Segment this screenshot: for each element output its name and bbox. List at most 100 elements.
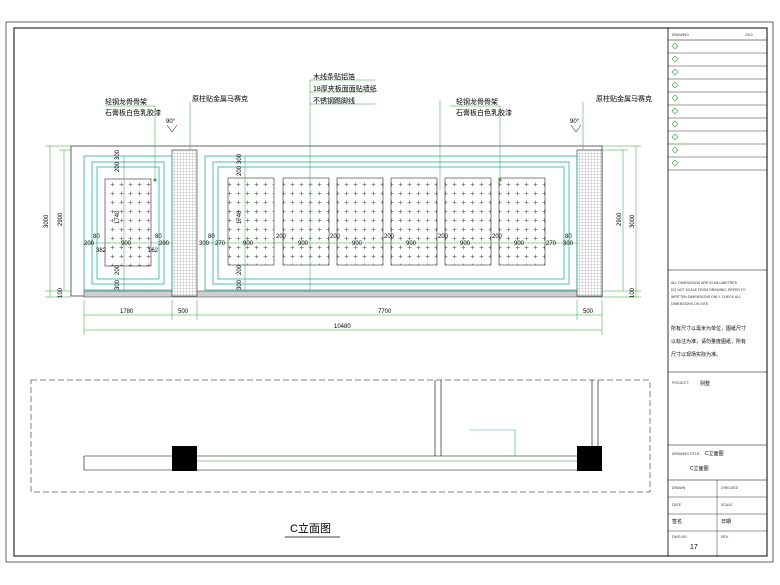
rp-width-900-6: 900 xyxy=(514,241,525,247)
rp-width-900-2: 900 xyxy=(298,241,309,247)
right-panel-inner xyxy=(217,166,565,280)
lp-bottom-300: 300 xyxy=(115,279,121,290)
left-panel-dim-labels: 300 200 1740 80 80 200 200 900 382 162 2… xyxy=(84,149,170,290)
wallpaper-panel-3 xyxy=(336,177,384,266)
callout-center-1: 木线条贴铝箔 xyxy=(313,72,355,81)
rp-side-80b: 80 xyxy=(565,234,572,240)
sheet-number: 17 xyxy=(690,544,698,551)
note-line-1: ALL DIMENSIONS ARE IN MILLIMETRES xyxy=(671,281,738,285)
wallpaper-panel-1 xyxy=(227,177,275,266)
project-label: PROJECT: xyxy=(672,381,689,385)
cn-note-line-1: 所有尺寸以毫米为单位，图纸尺寸 xyxy=(671,325,746,332)
drawing-name: C立面图 xyxy=(690,465,709,472)
rp-gap-200-5: 200 xyxy=(492,234,503,240)
rp-outer-300b: 300 xyxy=(563,241,574,247)
note-line-4: DIMENSIONS ON SITE. xyxy=(671,302,709,306)
rp-top-200: 200 xyxy=(237,165,243,176)
lp-outer-200b: 200 xyxy=(159,241,170,247)
note-line-2: DO NOT SCALE FROM DRAWING. REFER TO xyxy=(671,288,746,292)
left-height-2900: 2900 xyxy=(58,212,64,226)
rp-bottom-300: 300 xyxy=(237,279,243,290)
cn-note-line-2: 以标注为准，请勿量度图纸，所有 xyxy=(671,338,746,345)
rp-top-300: 300 xyxy=(237,153,243,164)
rp-gap-200-3: 200 xyxy=(384,234,395,240)
drawing-title: C立面图 xyxy=(290,521,331,535)
left-panel-outer xyxy=(83,155,173,291)
rp-outer-300: 300 xyxy=(199,241,210,247)
right-height-2900: 2900 xyxy=(617,212,623,226)
field-sign: 签名 xyxy=(672,518,682,525)
right-panel-outer xyxy=(204,155,578,291)
rp-inner-270b: 270 xyxy=(546,241,557,247)
field-dwg-no: DWG NO. xyxy=(672,535,688,539)
field-checked: CHECKED xyxy=(721,486,739,490)
cn-note-line-3: 尺寸以现场实际为准。 xyxy=(671,351,721,358)
left-height-3000: 3000 xyxy=(44,214,50,228)
left-panel-mid xyxy=(91,161,165,285)
title-block: DRAWING 2012 ALL DIMEN xyxy=(667,28,767,556)
field-sign-date: 日期 xyxy=(721,519,731,525)
rp-width-900-1: 900 xyxy=(243,241,254,247)
rp-gap-200-2: 200 xyxy=(330,234,341,240)
rp-width-900-3: 900 xyxy=(352,241,363,247)
callout-left-col: 原柱贴金属马赛克 xyxy=(192,94,248,103)
left-height-100: 100 xyxy=(58,287,64,298)
rp-width-900-5: 900 xyxy=(460,241,471,247)
bottom-dim-500b: 500 xyxy=(583,309,594,315)
lp-outer-200: 200 xyxy=(84,241,95,247)
plan-boundary xyxy=(30,379,651,493)
field-date: DATE xyxy=(672,503,682,507)
angle-left-label: 90° xyxy=(166,119,176,125)
inner-dim-lines xyxy=(84,80,577,290)
rp-bottom-200: 200 xyxy=(237,264,243,275)
bottom-dim-total: 10480 xyxy=(334,324,351,330)
right-vertical-dims xyxy=(602,145,641,298)
right-height-3000: 3000 xyxy=(630,214,636,228)
note-line-3: WRITTEN DIMENSIONS ONLY. CHECK ALL xyxy=(671,295,741,299)
field-rev: REV. xyxy=(721,535,729,539)
right-panel-mid xyxy=(212,161,570,285)
lp-small-162: 162 xyxy=(148,248,159,254)
lp-height: 1740 xyxy=(115,210,121,224)
revision-rows xyxy=(668,52,767,171)
angle-marker-right: 90° xyxy=(570,119,582,133)
callout-right-col: 原柱贴金属马赛克 xyxy=(596,94,652,103)
callout-center-3: 不锈钢踢脚线 xyxy=(313,96,355,105)
rp-width-900-4: 900 xyxy=(406,241,417,247)
wallpaper-panel-2 xyxy=(282,177,330,266)
rp-gap-200-4: 200 xyxy=(438,234,449,240)
callout-left-2: 石膏板白色乳胶漆 xyxy=(105,108,161,117)
drawing-title-value: C立面图 xyxy=(705,450,724,457)
angle-right-label: 90° xyxy=(570,119,580,125)
bottom-dim-1780: 1780 xyxy=(120,309,134,315)
elevation: 300 200 1740 80 80 200 200 900 382 162 2… xyxy=(44,72,652,335)
wallpaper-panel-6 xyxy=(498,177,546,266)
angle-marker-left: 90° xyxy=(166,119,178,133)
lp-top-200: 200 xyxy=(115,161,121,172)
column-left xyxy=(171,149,198,297)
lp-width-900: 900 xyxy=(121,241,132,247)
outer-border xyxy=(5,21,774,563)
plan-column-left xyxy=(172,446,197,471)
plan-view xyxy=(30,379,651,493)
column-right xyxy=(576,149,603,297)
left-vertical-dims xyxy=(45,145,71,298)
left-panel-inner xyxy=(96,166,160,280)
rp-height: 1740 xyxy=(237,210,243,224)
wallpaper-panels xyxy=(227,177,546,266)
project-value: 别墅 xyxy=(700,380,710,387)
callout-right-1: 轻钢龙骨骨架 xyxy=(456,97,498,106)
wallpaper-panel-4 xyxy=(390,177,438,266)
callout-left-1: 轻钢龙骨骨架 xyxy=(105,97,147,106)
title-block-header-right: 2012 xyxy=(745,33,753,37)
revision-markers xyxy=(671,42,679,167)
lp-top-300: 300 xyxy=(115,149,121,160)
inner-border xyxy=(13,27,768,557)
lp-bottom-200: 200 xyxy=(115,264,121,275)
rp-inner-270: 270 xyxy=(215,241,226,247)
plan-column-right xyxy=(577,446,602,471)
wallpaper-panel-5 xyxy=(444,177,492,266)
floor-strip xyxy=(83,290,603,298)
callout-right-2: 石膏板白色乳胶漆 xyxy=(456,108,512,117)
